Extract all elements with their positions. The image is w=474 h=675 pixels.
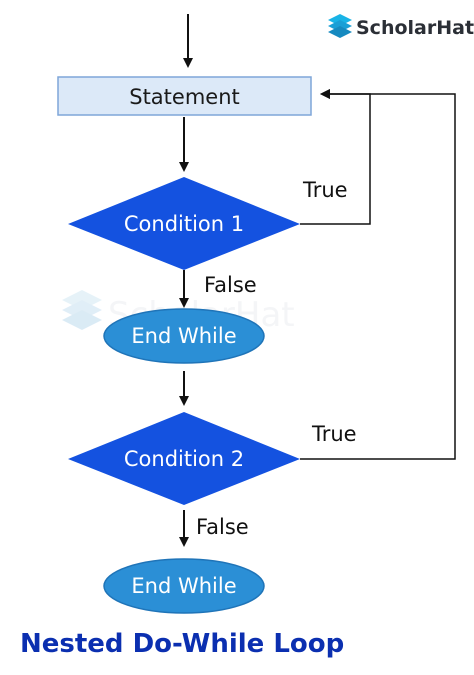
watermark-logo-icon bbox=[62, 290, 102, 330]
edge-label-true-2: True bbox=[311, 422, 357, 446]
edge-condition2-true-loop bbox=[300, 89, 456, 460]
condition1-diamond bbox=[68, 177, 300, 270]
end-while2-ellipse bbox=[103, 558, 265, 614]
condition2-diamond bbox=[68, 412, 300, 505]
condition2-label: Condition 2 bbox=[124, 447, 244, 471]
brand-logo: ScholarHat bbox=[328, 14, 474, 39]
diagram-title: Nested Do-While Loop bbox=[20, 629, 344, 659]
statement-label: Statement bbox=[129, 85, 240, 109]
end-while2-label: End While bbox=[131, 574, 236, 598]
statement-box bbox=[57, 76, 312, 116]
edge-label-false-2: False bbox=[196, 515, 249, 539]
scholarhat-logo-icon bbox=[328, 14, 352, 38]
edge-label-true-1: True bbox=[302, 178, 348, 202]
condition1-label: Condition 1 bbox=[124, 212, 244, 236]
end-while1-label: End While bbox=[131, 324, 236, 348]
end-while1-ellipse bbox=[103, 308, 265, 364]
brand-name: ScholarHat bbox=[356, 17, 474, 39]
edge-label-false-1: False bbox=[204, 273, 257, 297]
